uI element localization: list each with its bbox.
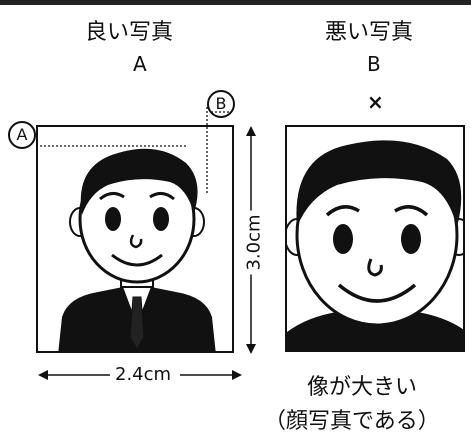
width-dimension-label: 2.4cm <box>111 364 176 385</box>
bad-photo-caption-line1: 像が大きい <box>307 375 418 400</box>
top-rule <box>0 0 471 5</box>
marker-a-label: A <box>8 121 36 149</box>
marker-b-label: B <box>207 90 235 118</box>
face-portrait-icon <box>58 148 216 351</box>
bad-photo-letter: B <box>367 52 381 76</box>
height-dimension-label: 3.0cm <box>243 210 265 275</box>
bad-photo-frame <box>285 125 465 352</box>
good-photo-title: 良い写真 <box>85 20 174 45</box>
bad-photo-title: 悪い写真 <box>325 20 414 45</box>
face-portrait-icon <box>287 140 463 350</box>
bad-photo-caption-line2: （顔写真である） <box>264 409 440 434</box>
cross-mark-icon: × <box>367 90 384 114</box>
good-photo-frame <box>36 125 234 353</box>
good-photo-letter: A <box>133 52 147 76</box>
